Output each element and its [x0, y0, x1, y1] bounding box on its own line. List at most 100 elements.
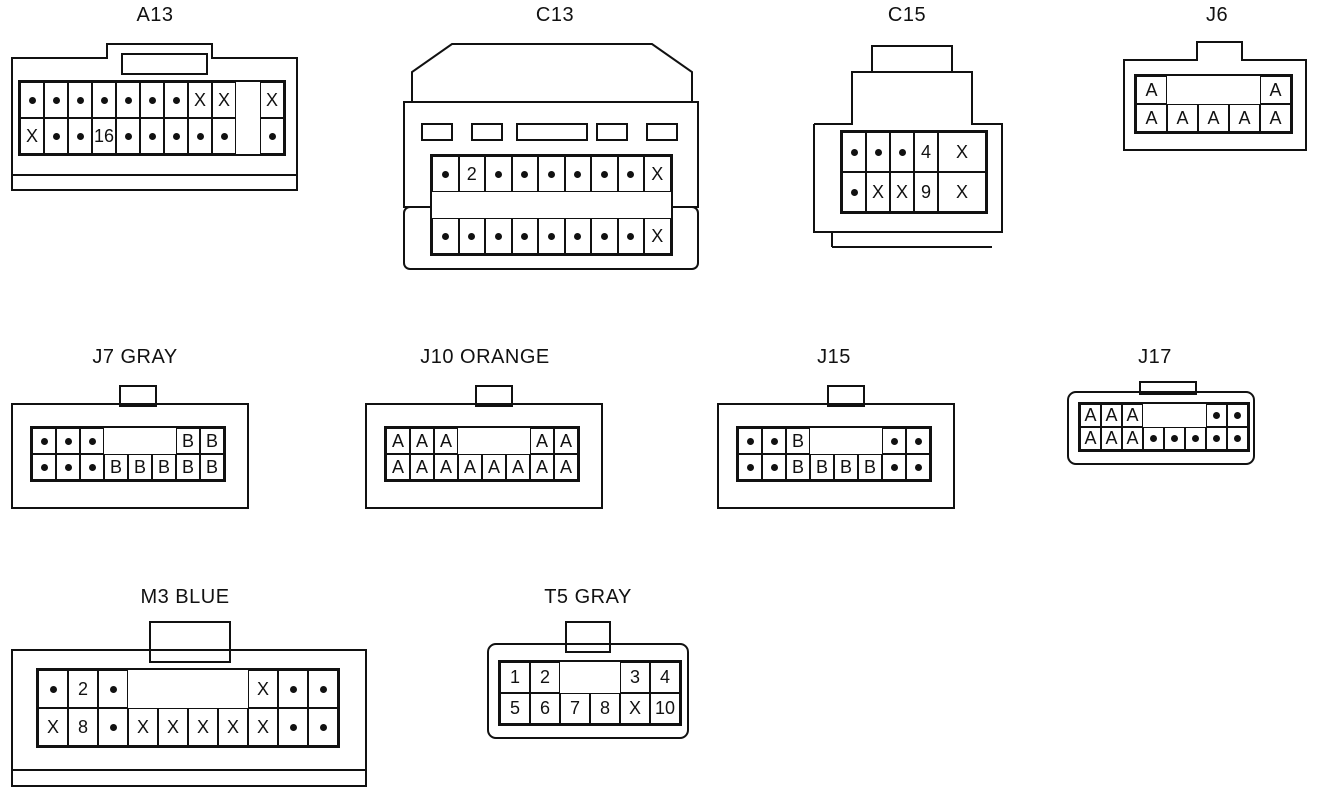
- pin-dot: [278, 708, 308, 746]
- pin-dot: [140, 82, 164, 118]
- pin-empty: [560, 662, 590, 693]
- pin-dot: [80, 428, 104, 454]
- connector-label-m3: M3 BLUE: [140, 586, 230, 608]
- pin-dot: [38, 670, 68, 708]
- pin-dot: [44, 82, 68, 118]
- pin-dot: [538, 156, 565, 192]
- pin-label: A: [554, 428, 578, 454]
- pin-empty: [236, 118, 260, 154]
- pin-label: A: [1260, 76, 1291, 104]
- pin-empty: [152, 428, 176, 454]
- connector-j17-housing: [1067, 381, 1255, 465]
- pin-label: X: [248, 708, 278, 746]
- pin-label: X: [38, 708, 68, 746]
- pin-label: X: [644, 156, 671, 192]
- pin-row-gap: [485, 192, 512, 218]
- pin-label: A: [386, 454, 410, 480]
- pin-dot: [738, 454, 762, 480]
- pin-dot: [56, 454, 80, 480]
- pin-label: A: [434, 454, 458, 480]
- pin-dot: [278, 670, 308, 708]
- pin-label: 7: [560, 693, 590, 724]
- connector-label-c15: C15: [887, 4, 927, 26]
- pin-label: A: [458, 454, 482, 480]
- pin-label: B: [128, 454, 152, 480]
- pin-dot: [432, 218, 459, 254]
- pin-label: X: [158, 708, 188, 746]
- pin-label: 16: [92, 118, 116, 154]
- connector-label-c13: C13: [535, 4, 575, 26]
- pin-label: 9: [914, 172, 938, 212]
- connector-label-j17: J17: [1138, 346, 1172, 368]
- pin-label: 1: [500, 662, 530, 693]
- pin-empty: [1143, 404, 1164, 427]
- pin-label: 4: [914, 132, 938, 172]
- pin-dot: [738, 428, 762, 454]
- pin-label: B: [104, 454, 128, 480]
- pin-label: B: [810, 454, 834, 480]
- connector-a13-housing: [11, 43, 298, 191]
- pin-dot: [92, 82, 116, 118]
- pin-label: B: [176, 428, 200, 454]
- pin-label: A: [434, 428, 458, 454]
- pin-dot: [98, 670, 128, 708]
- pin-label: B: [786, 454, 810, 480]
- connector-label-j7: J7 GRAY: [92, 346, 178, 368]
- pin-row-gap: [459, 192, 486, 218]
- pin-dot: [44, 118, 68, 154]
- pin-dot: [1206, 404, 1227, 427]
- pin-label: B: [834, 454, 858, 480]
- pin-label: A: [1136, 76, 1167, 104]
- pin-row-gap: [565, 192, 592, 218]
- pin-label: X: [248, 670, 278, 708]
- pin-label: A: [1101, 404, 1122, 427]
- pin-dot: [1206, 427, 1227, 450]
- pin-label: A: [1080, 404, 1101, 427]
- pin-label: X: [218, 708, 248, 746]
- pin-dot: [32, 428, 56, 454]
- connector-c15-housing: [813, 45, 1003, 248]
- pin-label: X: [620, 693, 650, 724]
- pin-label: A: [1122, 404, 1143, 427]
- connector-label-j6: J6: [1205, 4, 1229, 26]
- pin-empty: [858, 428, 882, 454]
- pin-row-gap: [512, 192, 539, 218]
- pin-label: B: [858, 454, 882, 480]
- pin-label: A: [530, 428, 554, 454]
- pin-empty: [188, 670, 218, 708]
- pin-dot: [591, 156, 618, 192]
- pin-dot: [1227, 404, 1248, 427]
- pin-label: A: [530, 454, 554, 480]
- pin-label: X: [128, 708, 158, 746]
- pin-dot: [511, 218, 538, 254]
- pin-dot: [140, 118, 164, 154]
- pin-dot: [432, 156, 459, 192]
- pin-label: A: [1122, 427, 1143, 450]
- pin-empty: [1198, 76, 1229, 104]
- pin-label: 10: [650, 693, 680, 724]
- pin-dot: [882, 454, 906, 480]
- connector-m3-housing: [11, 621, 367, 787]
- pin-dot: [80, 454, 104, 480]
- connector-label-a13: A13: [136, 4, 174, 26]
- pin-dot: [906, 428, 930, 454]
- connector-label-j10: J10 ORANGE: [420, 346, 550, 368]
- pin-label: X: [188, 708, 218, 746]
- pin-dot: [882, 428, 906, 454]
- connector-j7-housing: [11, 385, 249, 509]
- pin-label: 8: [68, 708, 98, 746]
- pin-dot: [538, 218, 565, 254]
